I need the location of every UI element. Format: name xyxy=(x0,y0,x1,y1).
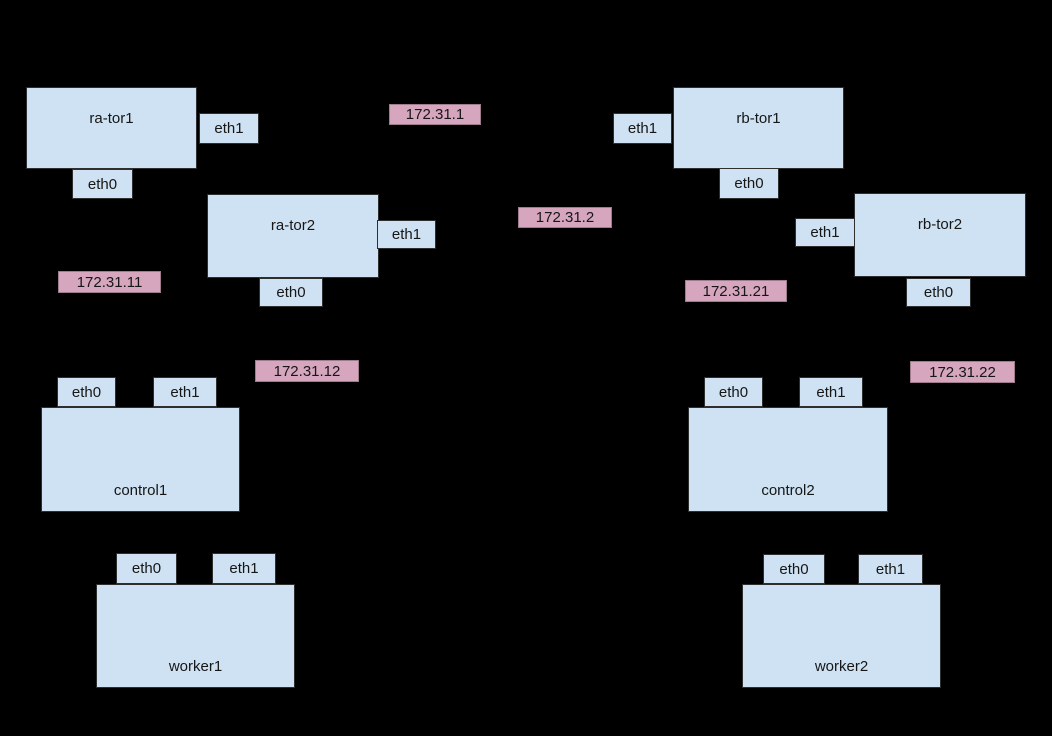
ip-label-172-31-2-label: 172.31.2 xyxy=(535,209,595,226)
ip-label-172-31-2: 172.31.2 xyxy=(518,207,612,228)
node-rb-tor2-label: rb-tor2 xyxy=(917,216,963,233)
iface-ra-tor2-eth0-label: eth0 xyxy=(276,284,306,301)
node-ra-tor2-label: ra-tor2 xyxy=(270,217,316,234)
node-ra-tor2: ra-tor2 xyxy=(207,194,379,278)
ip-label-172-31-1-label: 172.31.1 xyxy=(405,106,465,123)
iface-control2-eth1-label: eth1 xyxy=(816,383,846,401)
iface-worker1-eth0-label: eth0 xyxy=(131,560,162,577)
iface-worker2-eth0: eth0 xyxy=(763,554,825,584)
iface-ra-tor2-eth1-label: eth1 xyxy=(391,226,422,243)
node-worker1: worker1 xyxy=(96,584,295,688)
ip-label-172-31-12-label: 172.31.12 xyxy=(273,362,341,380)
iface-rb-tor2-eth0-label: eth0 xyxy=(923,284,954,301)
node-control1-label: control1 xyxy=(113,482,168,499)
ip-label-172-31-12: 172.31.12 xyxy=(255,360,359,382)
ip-label-172-31-11-label: 172.31.11 xyxy=(76,273,143,291)
iface-worker2-eth1: eth1 xyxy=(858,554,923,584)
iface-rb-tor2-eth0: eth0 xyxy=(906,278,971,307)
iface-rb-tor1-eth0-label: eth0 xyxy=(734,175,764,192)
iface-rb-tor1-eth1: eth1 xyxy=(613,113,672,144)
iface-worker2-eth0-label: eth0 xyxy=(779,560,809,578)
node-control2-label: control2 xyxy=(761,482,815,499)
ip-label-172-31-22-label: 172.31.22 xyxy=(929,363,996,381)
node-ra-tor1: ra-tor1 xyxy=(26,87,197,169)
ip-label-172-31-1: 172.31.1 xyxy=(389,104,481,125)
iface-worker2-eth1-label: eth1 xyxy=(875,560,906,578)
node-worker2: worker2 xyxy=(742,584,941,688)
iface-ra-tor2-eth1: eth1 xyxy=(377,220,436,249)
iface-ra-tor1-eth1: eth1 xyxy=(199,113,259,144)
iface-rb-tor1-eth0: eth0 xyxy=(719,168,779,199)
ip-label-172-31-22: 172.31.22 xyxy=(910,361,1015,383)
node-control2: control2 xyxy=(688,407,888,512)
node-rb-tor1-label: rb-tor1 xyxy=(736,110,781,127)
node-worker1-label: worker1 xyxy=(168,658,223,675)
node-rb-tor1: rb-tor1 xyxy=(673,87,844,169)
node-ra-tor1-label: ra-tor1 xyxy=(89,110,134,127)
iface-rb-tor2-eth1-label: eth1 xyxy=(810,224,840,241)
iface-rb-tor2-eth1: eth1 xyxy=(795,218,855,247)
iface-control1-eth0: eth0 xyxy=(57,377,116,407)
iface-worker1-eth1: eth1 xyxy=(212,553,276,584)
iface-ra-tor2-eth0: eth0 xyxy=(259,278,323,307)
iface-control2-eth1: eth1 xyxy=(799,377,863,407)
node-control1: control1 xyxy=(41,407,240,512)
node-rb-tor2: rb-tor2 xyxy=(854,193,1026,277)
iface-rb-tor1-eth1-label: eth1 xyxy=(627,120,658,137)
iface-control2-eth0-label: eth0 xyxy=(718,383,749,401)
iface-control2-eth0: eth0 xyxy=(704,377,763,407)
iface-worker1-eth0: eth0 xyxy=(116,553,177,584)
ip-label-172-31-11: 172.31.11 xyxy=(58,271,161,293)
iface-worker1-eth1-label: eth1 xyxy=(229,560,259,577)
iface-control1-eth1: eth1 xyxy=(153,377,217,407)
iface-control1-eth0-label: eth0 xyxy=(71,383,102,401)
iface-ra-tor1-eth1-label: eth1 xyxy=(214,120,244,137)
ip-label-172-31-21: 172.31.21 xyxy=(685,280,787,302)
iface-control1-eth1-label: eth1 xyxy=(170,383,200,401)
ip-label-172-31-21-label: 172.31.21 xyxy=(702,282,770,300)
iface-ra-tor1-eth0: eth0 xyxy=(72,169,133,199)
iface-ra-tor1-eth0-label: eth0 xyxy=(87,175,118,193)
node-worker2-label: worker2 xyxy=(814,658,869,675)
